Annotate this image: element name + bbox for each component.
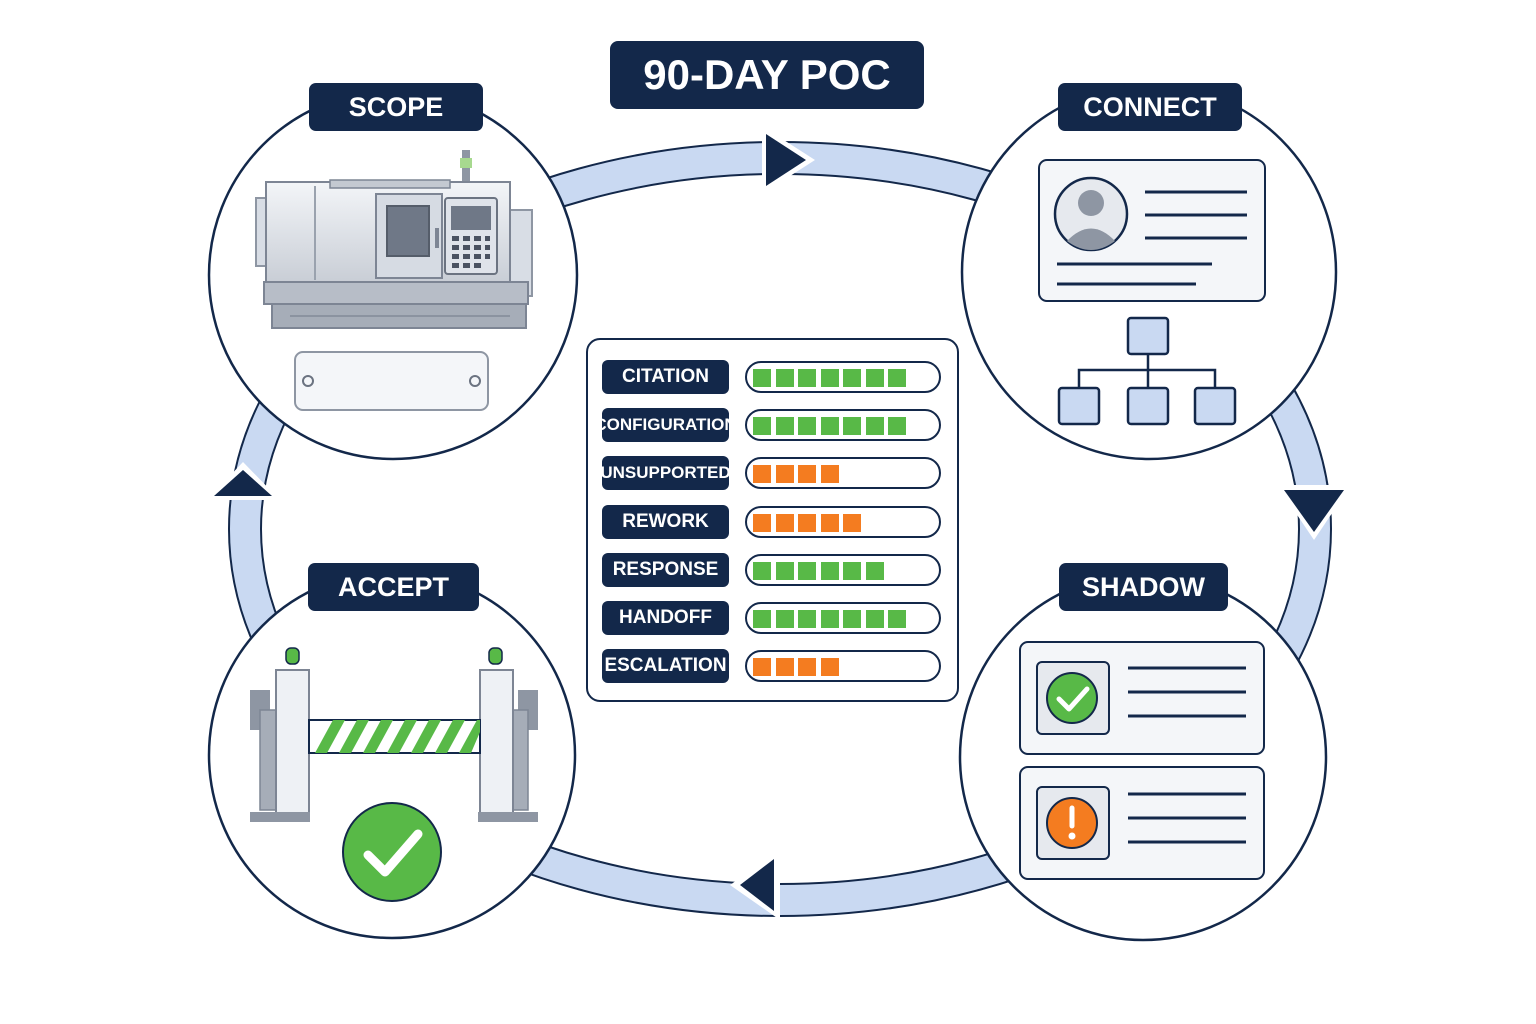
metric-segment [820,417,839,435]
metric-segment [775,417,794,435]
metric-segment [820,610,839,628]
metric-segment [820,658,839,676]
metric-segment [820,465,839,483]
metric-label: REWORK [602,505,729,539]
metrics-panel: CITATION CONFIGURATION UNSUPPORTED REWOR… [586,338,959,702]
arrow-left-icon [730,850,780,920]
metric-segment [820,562,839,580]
metric-segment [798,369,816,387]
metric-segment [888,369,906,387]
stage-label-scope: SCOPE [309,83,483,131]
metric-segment [753,562,771,580]
metric-segment [843,369,861,387]
metric-segment [798,562,816,580]
metric-segment [798,658,816,676]
metric-segment [843,562,861,580]
metric-label: CONFIGURATION [594,408,737,442]
arrow-right-icon [762,126,815,194]
metric-segment [753,514,771,532]
metric-segment [798,514,816,532]
metric-segment [865,610,884,628]
metric-segment [753,417,771,435]
metric-segment [820,369,839,387]
metric-label: UNSUPPORTED [600,456,731,490]
metric-segment [820,514,839,532]
metric-segment [775,658,794,676]
metric-segment [865,417,884,435]
arrow-up-icon [207,462,280,500]
metric-segment [753,658,771,676]
metric-segment [843,514,861,532]
cnc-machine-icon [255,150,533,329]
metric-label: RESPONSE [602,553,729,587]
metric-label: ESCALATION [602,649,729,683]
metric-segment [865,562,884,580]
metric-label: HANDOFF [602,601,729,635]
metric-segment [753,369,771,387]
metric-bar [745,409,941,441]
nameplate-icon [294,351,489,411]
check-card-icon [1019,641,1265,755]
metric-segment [888,417,906,435]
warning-card-icon [1019,766,1265,880]
metric-segment [753,610,771,628]
metric-segment [843,610,861,628]
arrow-down-icon [1277,485,1351,540]
metric-segment [798,465,816,483]
page-title: 90-DAY POC [610,41,924,109]
metric-segment [775,369,794,387]
accept-check-icon [342,802,442,902]
metric-segment [775,465,794,483]
stage-label-shadow: SHADOW [1059,563,1228,611]
metric-bar [745,506,941,538]
metric-label: CITATION [602,360,729,394]
metric-bar [745,361,941,393]
metric-bar [745,457,941,489]
metric-segment [798,417,816,435]
metric-segment [753,465,771,483]
metric-segment [775,562,794,580]
metric-bar [745,602,941,634]
green-barrier-gate-icon [250,647,538,822]
metric-segment [775,514,794,532]
metric-segment [775,610,794,628]
stage-label-accept: ACCEPT [308,563,479,611]
metric-segment [843,417,861,435]
shadow-circle [958,572,1328,942]
metric-segment [888,610,906,628]
metric-segment [865,369,884,387]
metric-segment [798,610,816,628]
user-profile-icon [1038,159,1266,302]
stage-label-connect: CONNECT [1058,83,1242,131]
metric-bar [745,554,941,586]
org-chart-icon [1057,316,1237,426]
metric-bar [745,650,941,682]
